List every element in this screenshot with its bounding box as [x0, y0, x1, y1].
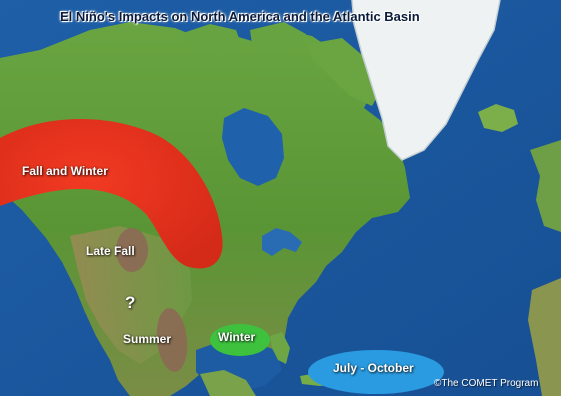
credit-text: ©The COMET Program [434, 378, 539, 389]
july-october-region [308, 350, 444, 394]
central-america [200, 370, 256, 396]
summer-label: Summer [123, 332, 172, 346]
arctic-island-2 [250, 22, 306, 54]
fall-winter-label: Fall and Winter [22, 164, 108, 178]
hudson-bay [222, 108, 284, 186]
late-fall-region [116, 228, 148, 272]
arctic-island-1 [180, 24, 242, 56]
greenland [352, 0, 500, 160]
baffin-island [308, 38, 382, 106]
iceland [478, 104, 518, 132]
summer-region [156, 308, 188, 372]
europe-edge [530, 140, 561, 232]
late-fall-label: Late Fall [86, 244, 135, 258]
uncertain-region-label: ? [125, 293, 136, 312]
winter-label: Winter [218, 330, 256, 344]
africa-edge [528, 278, 561, 396]
great-lakes [262, 228, 302, 256]
july-october-label: July - October [333, 361, 414, 375]
winter-region [210, 324, 270, 356]
greenland-coast [351, 0, 501, 161]
fall-winter-region [0, 119, 223, 269]
florida [270, 332, 290, 364]
map-title: El Niño's Impacts on North America and t… [60, 9, 420, 24]
